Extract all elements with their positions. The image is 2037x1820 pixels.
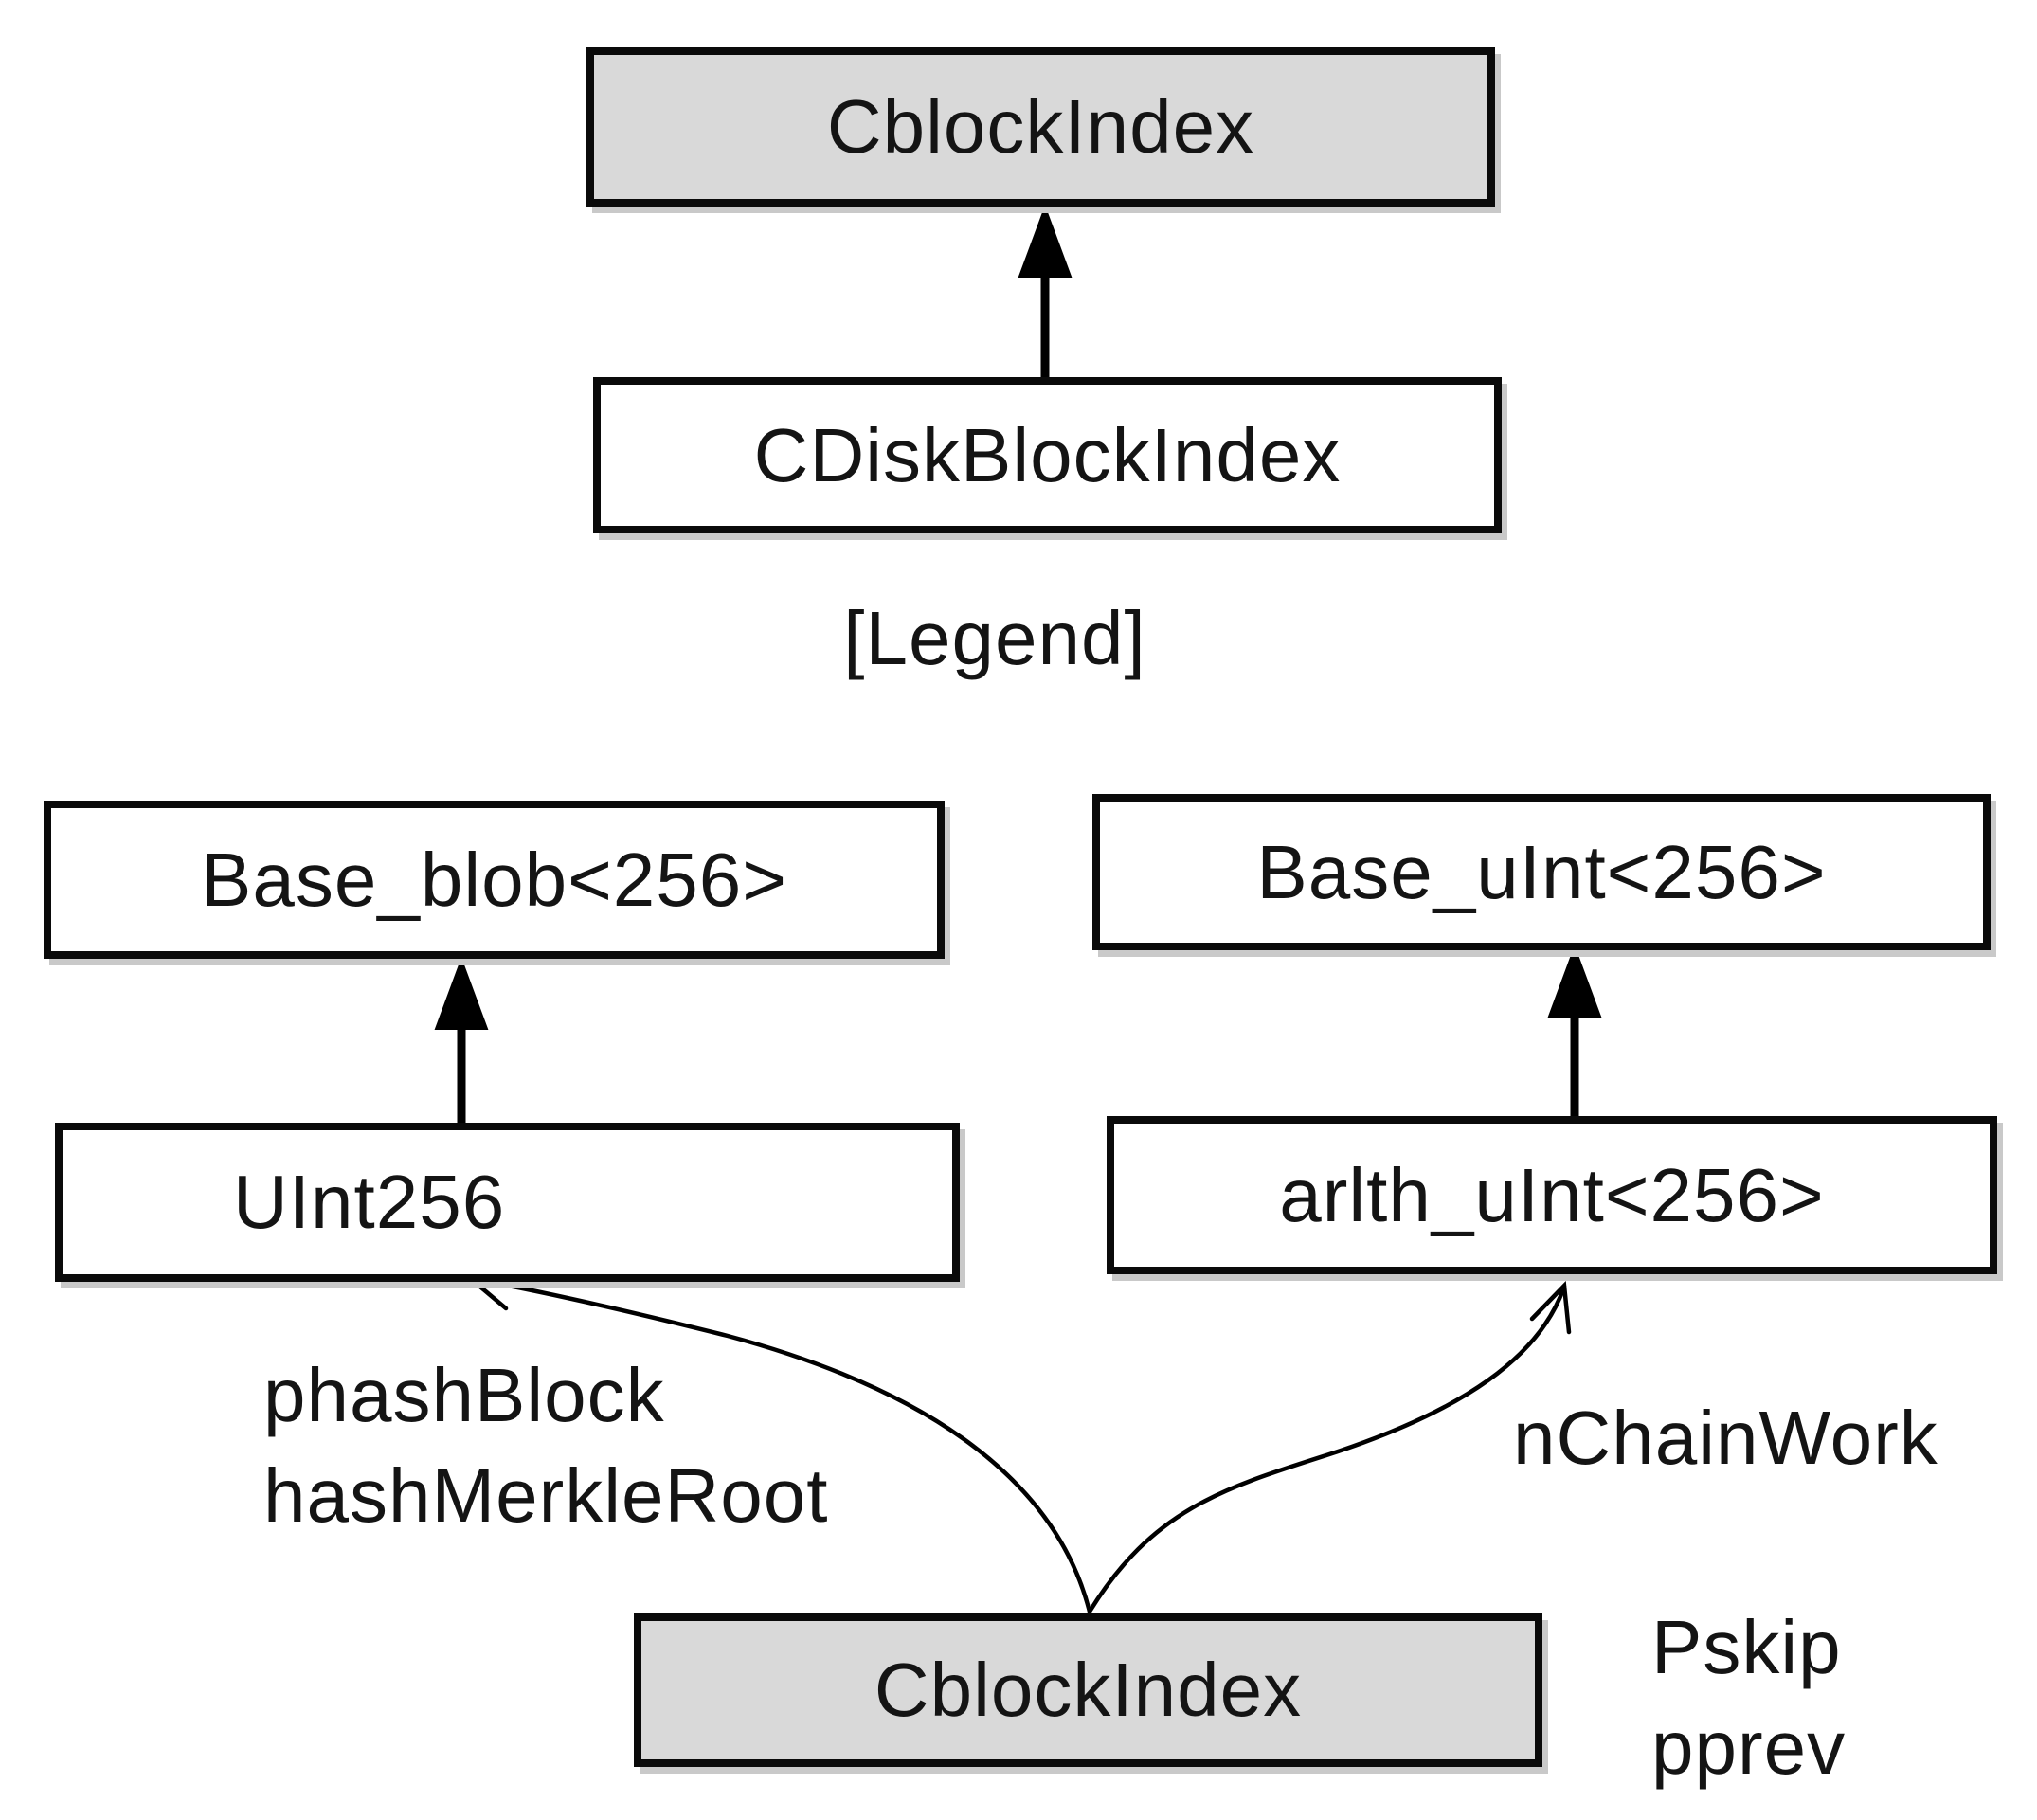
legend-caption: [Legend] [843,596,1146,680]
base-uint-class-box: Base_uInt<256> [1092,794,1991,950]
legend-child-class-box: CDiskBlockIndex [593,377,1502,533]
pprev-label: pprev [1651,1704,1847,1790]
base-uint-class-label: Base_uInt<256> [1256,829,1827,914]
inheritance-arrow-cdiskblockindex-to-cblockindex [1018,205,1073,379]
cblockindex-class-label: CblockIndex [874,1648,1303,1732]
member-fields-left-label: phashBlock hashMerkleRoot [263,1345,829,1545]
member-arrow-cblockindex-to-arith-uint [1087,1280,1572,1614]
pskip-label: Pskip [1651,1605,1842,1689]
arith-uint-class-box: arlth_uInt<256> [1107,1116,1997,1274]
hashmerkleroot-label: hashMerkleRoot [263,1452,829,1538]
phashblock-label: phashBlock [263,1353,665,1437]
legend-parent-class-label: CblockIndex [826,84,1255,169]
base-blob-class-box: Base_blob<256> [44,801,945,959]
nchainwork-label: nChainWork [1513,1396,1938,1480]
cblockindex-class-box: CblockIndex [634,1613,1542,1767]
member-fields-right-label: Pskip pprev [1651,1597,1846,1797]
legend-parent-class-box: CblockIndex [586,47,1495,207]
uint256-class-box: UInt256 [55,1123,960,1282]
inheritance-arrow-uint256-to-base-blob [434,957,489,1125]
arith-uint-class-label: arlth_uInt<256> [1279,1152,1825,1237]
uint256-class-label: UInt256 [233,1160,506,1244]
legend-child-class-label: CDiskBlockIndex [753,412,1342,497]
base-blob-class-label: Base_blob<256> [201,837,787,922]
inheritance-arrow-arith-uint-to-base-uint [1547,945,1602,1118]
